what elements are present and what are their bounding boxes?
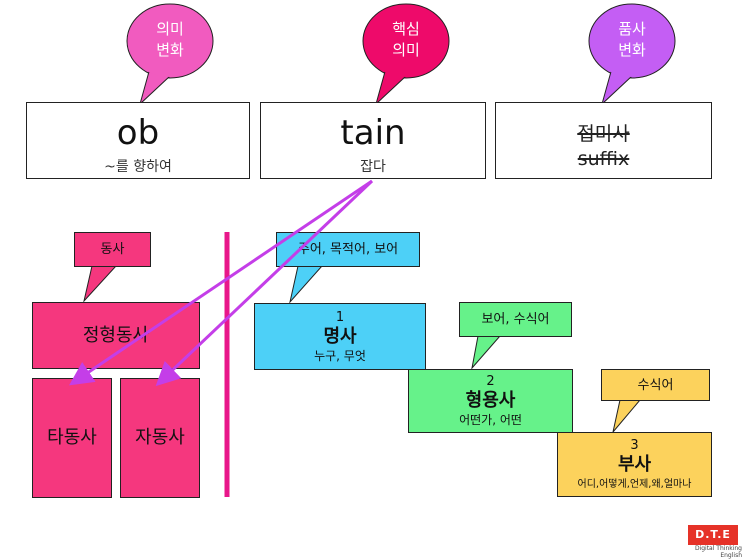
bubble-meaning-change	[126, 3, 214, 106]
suffix-label: suffix	[577, 148, 630, 170]
prefix-box: ob ~를 향하여	[26, 102, 250, 179]
suffix-box: 접미사 suffix	[495, 102, 712, 179]
root-word: tain	[340, 113, 406, 153]
noun-box: 1 명사 누구, 무엇	[254, 303, 426, 370]
callout-adj-text: 보어, 수식어	[481, 312, 550, 327]
callout-noun-text: 주어, 목적어, 보어	[297, 242, 399, 257]
finite-verb-label: 정형동사	[82, 324, 150, 346]
prefix-word: ob	[116, 113, 160, 153]
bubble-core-meaning	[362, 3, 450, 106]
callout-verb-text: 동사	[100, 242, 125, 257]
adjective-sub: 어떤가, 어떤	[459, 413, 522, 427]
transitive-verb-box: 타동사	[32, 378, 112, 498]
noun-sub: 누구, 무엇	[314, 348, 366, 363]
callout-adv: 수식어	[601, 369, 710, 401]
bubble-core-meaning-text: 핵심 의미	[366, 19, 446, 61]
noun-title: 명사	[323, 325, 357, 347]
callout-adv-text: 수식어	[637, 377, 674, 393]
logo-text: Digital Thinking English	[694, 545, 742, 559]
bubble-line: 변화	[618, 41, 646, 59]
intransitive-verb-box: 자동사	[120, 378, 200, 498]
adverb-box: 3 부사 어디,어떻게,언제,왜,얼마나	[557, 432, 712, 497]
logo-mark: D.T.E	[695, 528, 731, 541]
callout-adj: 보어, 수식어	[459, 302, 572, 337]
bubble-pos-change	[588, 3, 676, 106]
root-meaning: 잡다	[360, 159, 386, 175]
transitive-verb-label: 타동사	[47, 427, 97, 448]
callout-verb-tail	[83, 265, 118, 303]
bubble-line: 의미	[392, 41, 420, 59]
finite-verb-box: 정형동사	[32, 302, 200, 369]
bubble-line: 의미	[156, 20, 184, 38]
callout-adv-tail	[612, 399, 642, 433]
adverb-number: 3	[630, 437, 639, 453]
noun-number: 1	[335, 309, 345, 325]
adjective-title: 형용사	[465, 390, 516, 411]
dte-logo: D.T.E	[688, 525, 738, 545]
prefix-meaning: ~를 향하여	[104, 159, 172, 175]
bubble-pos-change-text: 품사 변화	[592, 19, 672, 61]
bubble-line: 핵심	[392, 20, 420, 38]
root-box: tain 잡다	[260, 102, 486, 179]
callout-adj-tail	[471, 335, 502, 370]
bubble-line: 품사	[618, 20, 646, 38]
bubble-meaning-change-text: 의미 변화	[130, 19, 210, 61]
callout-verb: 동사	[74, 232, 151, 267]
callout-noun: 주어, 목적어, 보어	[276, 232, 420, 267]
bubble-line: 변화	[156, 41, 184, 59]
adjective-box: 2 형용사 어떤가, 어떤	[408, 369, 573, 433]
adverb-sub: 어디,어떻게,언제,왜,얼마나	[577, 478, 692, 490]
callout-noun-tail	[289, 265, 324, 304]
intransitive-verb-label: 자동사	[135, 427, 185, 448]
adjective-number: 2	[486, 374, 495, 389]
adverb-title: 부사	[617, 453, 652, 475]
suffix-title: 접미사	[577, 123, 630, 145]
